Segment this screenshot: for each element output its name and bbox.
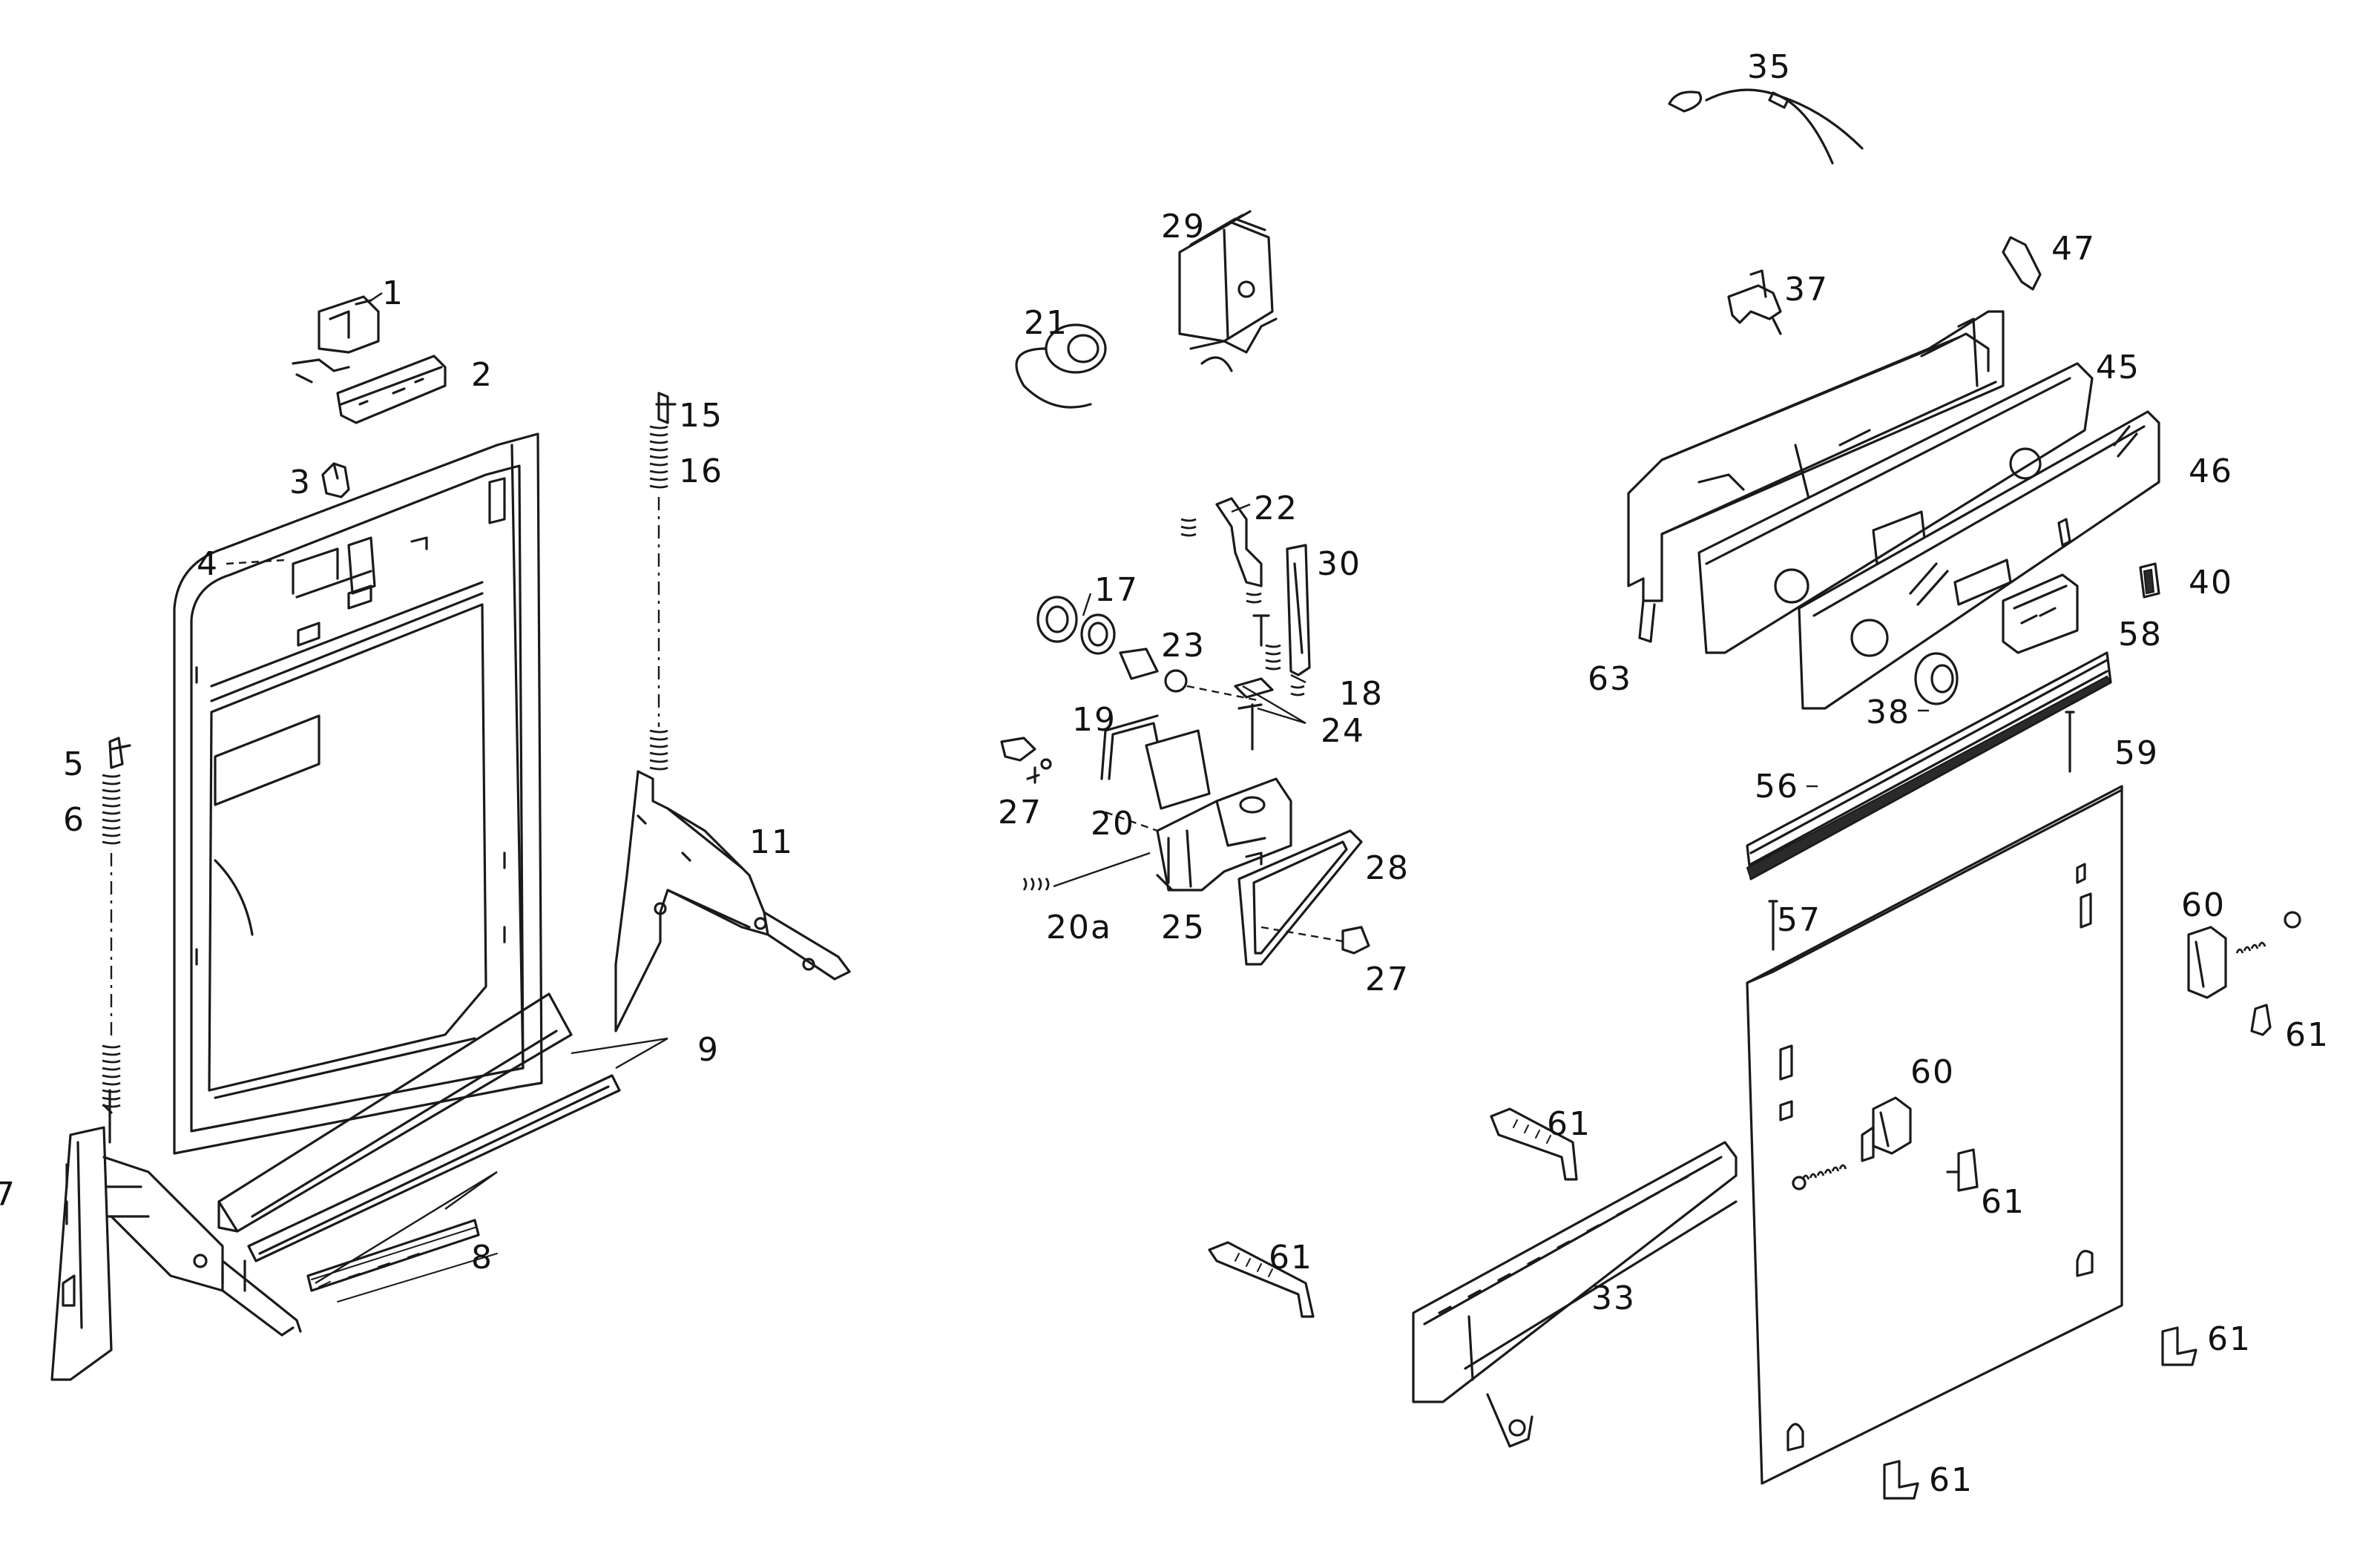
dispenser-parts — [1000, 497, 1370, 966]
callout-57: 57 — [1777, 901, 1821, 939]
spring-right — [649, 392, 677, 771]
knob-38 — [1914, 652, 1959, 705]
bottom-trim-strip — [217, 992, 621, 1262]
clip-47 — [2002, 236, 2042, 291]
callout-61-center: 61 — [1981, 1183, 2025, 1221]
clip-3 — [321, 462, 350, 498]
callout-23: 23 — [1161, 627, 1206, 665]
callout-61-bottom: 61 — [1929, 1461, 1973, 1499]
callout-45: 45 — [2096, 349, 2140, 386]
callout-61-upper: 61 — [1547, 1105, 1591, 1143]
callout-27-right: 27 — [1365, 961, 1410, 998]
callout-4: 4 — [197, 545, 219, 583]
callout-5: 5 — [63, 745, 85, 783]
hinge-right — [614, 770, 851, 1032]
inner-door-frame — [173, 432, 543, 1155]
leaders-middle — [1082, 503, 1306, 725]
callout-56: 56 — [1755, 768, 1799, 806]
callout-30: 30 — [1317, 545, 1361, 583]
callout-19: 19 — [1072, 701, 1117, 739]
callout-60-right: 60 — [2181, 886, 2226, 924]
callout-11: 11 — [749, 823, 794, 861]
callout-6: 6 — [63, 801, 85, 839]
callout-61-lower: 61 — [1269, 1239, 1313, 1277]
hinge-bracket-60-center — [1792, 1096, 1912, 1190]
latch-assembly-1 — [292, 295, 380, 383]
screw-59 — [2065, 711, 2075, 773]
callout-35: 35 — [1747, 48, 1792, 86]
knob-21 — [1015, 323, 1107, 409]
button-block-58 — [2002, 573, 2079, 654]
panel-45 — [1697, 362, 2094, 654]
callout-60-center: 60 — [1910, 1053, 1955, 1091]
hinge-left — [50, 1089, 302, 1381]
leaders-left — [226, 292, 668, 1285]
callout-20a: 20a — [1046, 909, 1112, 946]
callout-27-left: 27 — [998, 794, 1042, 831]
callout-37: 37 — [1784, 271, 1829, 309]
callout-46: 46 — [2189, 452, 2233, 490]
label-dashes — [1807, 709, 1929, 788]
callout-8: 8 — [471, 1239, 493, 1277]
callout-59: 59 — [2114, 734, 2159, 772]
trim-strip-56 — [1746, 651, 2112, 880]
callout-28: 28 — [1365, 849, 1410, 887]
callout-24: 24 — [1321, 712, 1365, 750]
callout-16: 16 — [679, 452, 723, 490]
callout-9: 9 — [697, 1031, 720, 1069]
callout-47: 47 — [2051, 230, 2096, 268]
callout-25: 25 — [1161, 909, 1206, 946]
callout-61-bottom-right: 61 — [2207, 1320, 2252, 1358]
callout-21: 21 — [1024, 304, 1068, 342]
toe-kick-33 — [1412, 1141, 1738, 1448]
callout-1: 1 — [382, 274, 404, 312]
callout-3: 3 — [289, 464, 312, 501]
callout-29: 29 — [1161, 208, 1206, 246]
callout-2: 2 — [471, 356, 493, 394]
callout-20: 20 — [1091, 805, 1135, 843]
gasket-strip — [306, 1219, 498, 1302]
callout-18: 18 — [1339, 675, 1384, 713]
cable-35 — [1668, 88, 1864, 165]
callout-17: 17 — [1094, 571, 1139, 609]
callout-40: 40 — [2189, 564, 2233, 602]
callout-38: 38 — [1866, 694, 1910, 731]
latch-cover-2 — [336, 355, 447, 424]
hinge-bracket-60-right — [2187, 911, 2301, 999]
outer-door-panel — [1746, 785, 2123, 1485]
timer-29 — [1178, 210, 1278, 372]
part-40 — [2139, 562, 2160, 599]
callout-61-right: 61 — [2285, 1016, 2330, 1054]
callout-labels: 1 2 3 4 5 6 7 8 9 11 15 16 17 18 19 20 2… — [0, 48, 2330, 1499]
callout-63: 63 — [1588, 660, 1632, 698]
spring-left — [102, 737, 131, 1108]
screw-57 — [1768, 900, 1778, 951]
bracket-37 — [1727, 269, 1782, 335]
callout-7: 7 — [0, 1176, 16, 1213]
callout-58: 58 — [2118, 616, 2163, 653]
clips-61 — [1208, 1004, 2272, 1500]
glass-panel-46 — [1798, 410, 2160, 710]
callout-15: 15 — [679, 397, 723, 435]
callout-22: 22 — [1254, 490, 1298, 527]
callout-33: 33 — [1591, 1279, 1636, 1317]
